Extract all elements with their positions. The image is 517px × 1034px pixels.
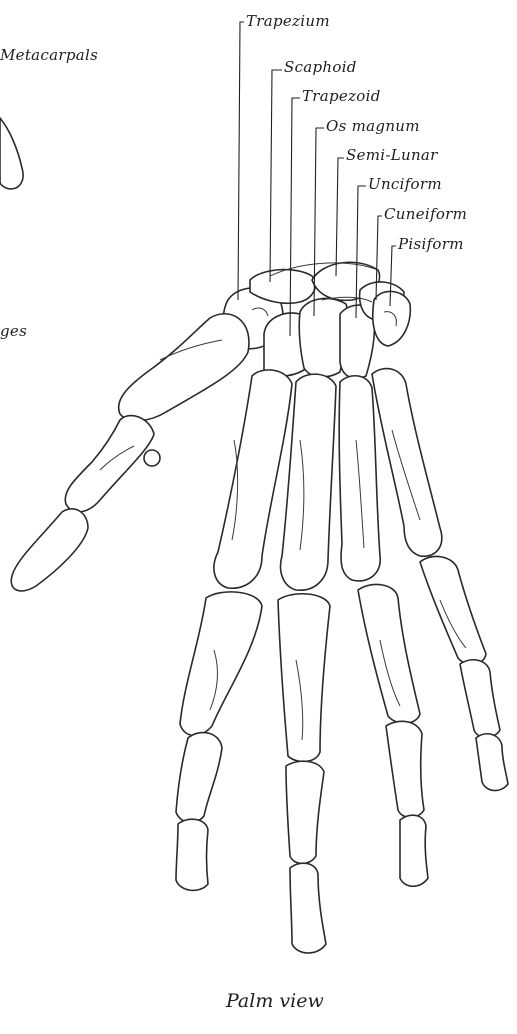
- index-middle-phalanx: [176, 733, 222, 823]
- little-distal-phalanx: [476, 734, 508, 791]
- index-proximal-phalanx: [180, 592, 262, 736]
- little-proximal-phalanx: [420, 556, 486, 664]
- label-metacarpals: Metacarpals: [0, 46, 98, 64]
- adjacent-bone-fragment: [0, 118, 23, 189]
- label-cuneiform: Cuneiform: [384, 205, 467, 223]
- label-unciform: Unciform: [368, 175, 442, 193]
- thumb-bones: [11, 314, 249, 591]
- ring-distal-phalanx: [400, 815, 428, 886]
- middle-middle-phalanx: [286, 761, 324, 863]
- ring-proximal-phalanx: [358, 584, 420, 723]
- label-trapezium: Trapezium: [246, 12, 330, 30]
- thumb-sesamoid: [144, 450, 160, 466]
- thumb-proximal-phalanx: [65, 416, 154, 512]
- middle-proximal-phalanx: [278, 594, 330, 762]
- label-semi-lunar: Semi-Lunar: [346, 146, 438, 164]
- pisiform-bone: [373, 291, 411, 346]
- label-os-magnum: Os magnum: [326, 117, 420, 135]
- label-phalanges-fragment: ges: [0, 322, 27, 340]
- middle-finger-bones: [278, 374, 336, 953]
- index-finger-bones: [176, 370, 292, 891]
- leader-scaphoid: [270, 70, 282, 282]
- little-middle-phalanx: [460, 660, 500, 738]
- index-metacarpal: [214, 370, 292, 588]
- ring-middle-phalanx: [386, 721, 424, 817]
- middle-distal-phalanx: [290, 863, 326, 953]
- carpal-bones: [223, 262, 410, 378]
- index-distal-phalanx: [176, 819, 208, 890]
- figure-caption: Palm view: [226, 990, 324, 1012]
- label-pisiform: Pisiform: [398, 235, 464, 253]
- thumb-distal-phalanx: [11, 509, 88, 591]
- leader-semi-lunar: [336, 158, 344, 276]
- little-metacarpal: [372, 369, 442, 557]
- leader-trapezium: [238, 22, 244, 300]
- label-scaphoid: Scaphoid: [284, 58, 357, 76]
- label-trapezoid: Trapezoid: [302, 87, 381, 105]
- thumb-metacarpal: [119, 314, 249, 421]
